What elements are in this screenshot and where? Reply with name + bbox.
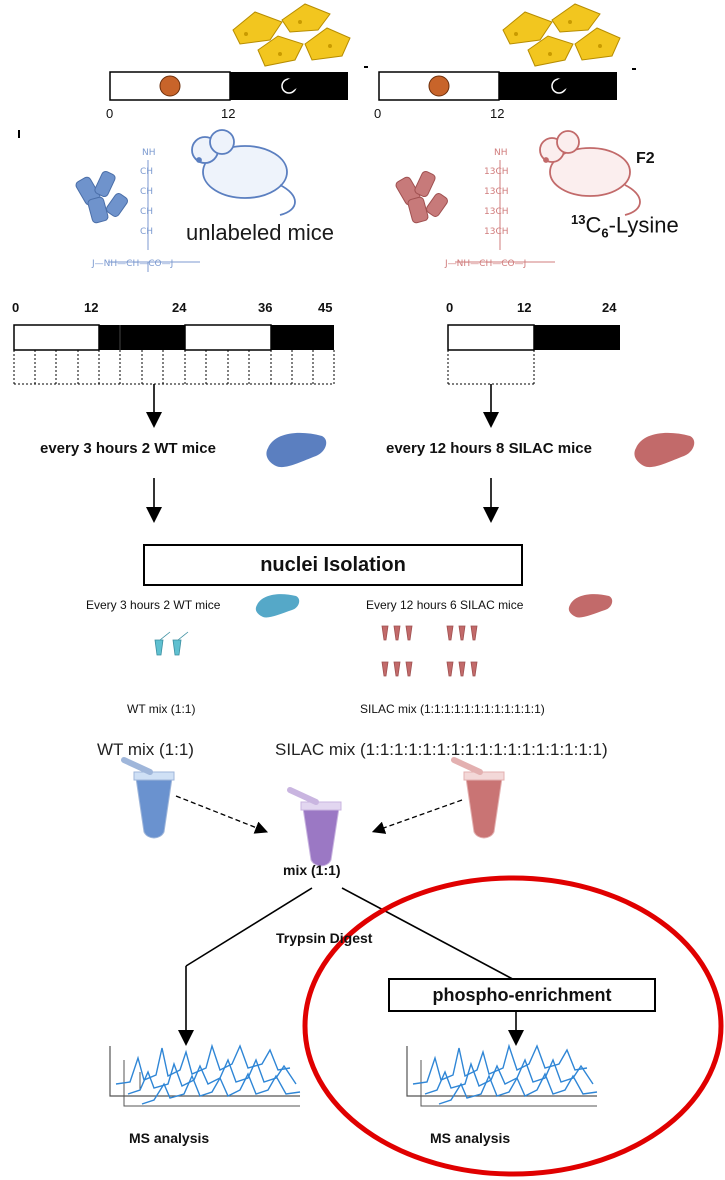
sub-sampling-right-label: Every 12 hours 6 SILAC mice (366, 598, 524, 612)
combined-mix-label: mix (1:1) (283, 862, 341, 878)
phospho-enrichment-box: phospho-enrichment (388, 978, 656, 1012)
silac-mix-label: SILAC mix (1:1:1:1:1:1:1:1:1:1:1:1:1:1:1… (275, 740, 608, 759)
wt-mix-small-label: WT mix (1:1) (127, 702, 196, 716)
lysine-element: C (585, 212, 602, 238)
highlight-ellipse (302, 875, 724, 1177)
small-tubes-blue-icon (154, 631, 189, 656)
lysine-structure-right-icon (455, 160, 555, 263)
sampling-left-label: every 3 hours 2 WT mice (40, 440, 216, 457)
svg-text:NH: NH (494, 148, 508, 158)
chow-pellets-right-icon (395, 170, 448, 224)
tube-mix-icon (287, 787, 342, 867)
wt-mix-label: WT mix (1:1) (97, 740, 194, 759)
day-night-bar-left (109, 71, 348, 101)
svg-text:CH: CH (140, 227, 153, 237)
unlabeled-mice-label: unlabeled mice (186, 220, 334, 245)
cheese-wedges-left (232, 3, 351, 67)
timeline-right-tick-0: 0 (446, 300, 454, 315)
nuclei-isolation-label: nuclei Isolation (260, 553, 406, 576)
timeline-left-tick-45: 45 (318, 300, 333, 315)
chow-pellets-left-icon (75, 170, 128, 224)
trypsin-digest-label: Trypsin Digest (276, 930, 373, 946)
top-left-tick-12: 12 (221, 106, 236, 121)
sampling-right-label: every 12 hours 8 SILAC mice (386, 440, 592, 457)
svg-text:13CH: 13CH (484, 167, 509, 177)
top-right-tick-0: 0 (374, 106, 382, 121)
cheese-wedges-right (502, 3, 621, 67)
day-night-bar-right (378, 71, 617, 101)
ms-analysis-right-label: MS analysis (430, 1130, 511, 1146)
svg-text:13CH: 13CH (484, 187, 509, 197)
ms-spectrum-right-icon (406, 1043, 598, 1107)
liver-blue-icon (266, 432, 327, 468)
svg-text:CH: CH (140, 187, 153, 197)
tube-wt-icon (121, 757, 175, 839)
lysine-isotope: 13 (571, 212, 586, 227)
timeline-right-tick-12: 12 (517, 300, 532, 315)
tube-silac-icon (451, 757, 505, 839)
lysine-count: 6 (601, 225, 609, 241)
lysine-suffix: -Lysine (608, 212, 679, 238)
phospho-enrichment-label: phospho-enrichment (432, 984, 612, 1005)
liver-red-icon (634, 432, 695, 468)
ms-analysis-left-label: MS analysis (129, 1130, 210, 1146)
mouse-right-icon (539, 130, 641, 216)
ms-spectrum-left-icon (109, 1043, 301, 1107)
lysine-structure-left-icon (108, 160, 200, 272)
svg-text:CH: CH (140, 207, 153, 217)
svg-text:CH: CH (140, 167, 153, 177)
timeline-right-tick-24: 24 (602, 300, 617, 315)
top-left-tick-0: 0 (106, 106, 114, 121)
timeline-left-tick-12: 12 (84, 300, 99, 315)
svg-text:J—NH—CH—CO—J: J—NH—CH—CO—J (444, 259, 526, 269)
svg-text:13CH: 13CH (484, 207, 509, 217)
top-right-tick-12: 12 (490, 106, 505, 121)
mouse-left-icon (191, 129, 296, 216)
timeline-left-tick-36: 36 (258, 300, 273, 315)
timeline-left (13, 324, 335, 385)
sub-sampling-left-label: Every 3 hours 2 WT mice (86, 598, 221, 612)
liver-red-small-icon (568, 594, 613, 618)
svg-text:13CH: 13CH (484, 227, 509, 237)
svg-text:J—NH—CH—CO—J: J—NH—CH—CO—J (91, 259, 173, 269)
timeline-left-tick-24: 24 (172, 300, 187, 315)
silac-mix-small-label: SILAC mix (1:1:1:1:1:1:1:1:1:1:1:1) (360, 702, 545, 716)
svg-text:NH: NH (142, 148, 156, 158)
timeline-left-tick-0: 0 (12, 300, 20, 315)
generation-label: F2 (636, 150, 655, 167)
nuclei-isolation-box: nuclei Isolation (143, 544, 523, 586)
timeline-right (447, 324, 620, 385)
liver-teal-icon (255, 594, 300, 618)
small-tubes-red-icon (381, 625, 478, 677)
lysine-label: 13C6-Lysine (571, 212, 679, 241)
